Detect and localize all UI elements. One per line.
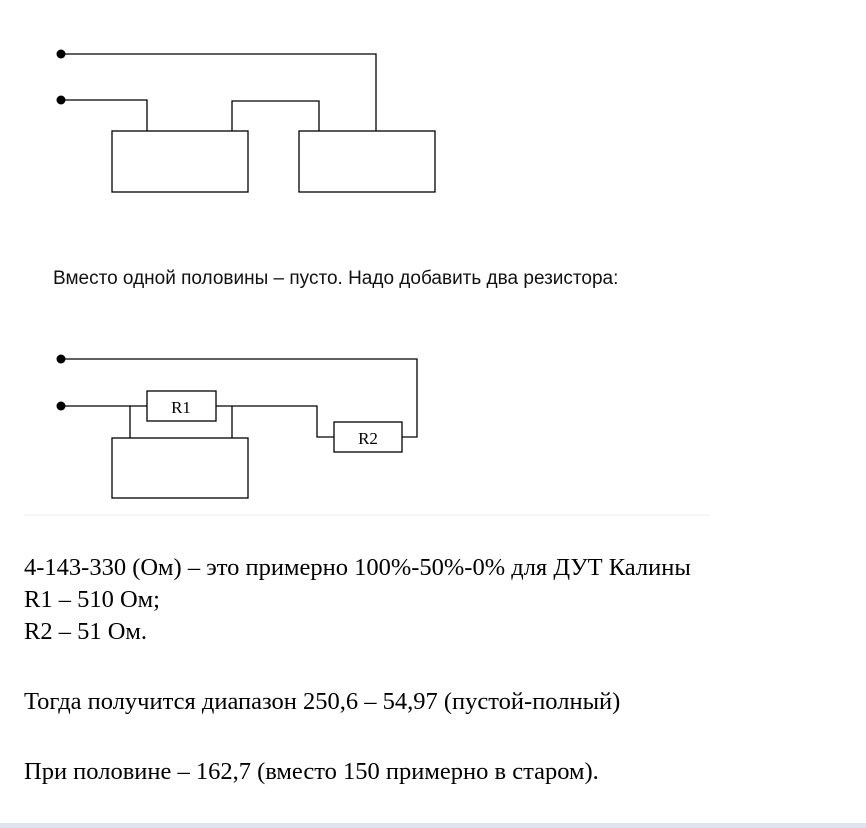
resistor-r2-label: R2 [358,429,378,448]
note-line-1: 4-143-330 (Ом) – это примерно 100%-50%-0… [24,554,691,581]
note-line-2: R1 – 510 Ом; [24,586,160,613]
wire-bottom [61,99,148,131]
bottom-bar [0,823,866,828]
resistor-r2 [333,421,403,453]
sensor-half [111,437,249,499]
caption: Вместо одной половины – пусто. Надо доба… [53,268,619,289]
resistor-r1-label: R1 [171,398,191,417]
wire-left [61,405,131,438]
wire-top [61,53,377,131]
wire-bridge [231,100,320,131]
note-line-5: При половине – 162,7 (вместо 150 примерн… [24,758,599,785]
diagram-original [56,49,436,193]
notes: 4-143-330 (Ом) – это примерно 100%-50%-0… [24,552,691,788]
resistor-r1 [146,390,217,422]
wire-r1-right [216,405,334,438]
note-line-4: Тогда получится диапазон 250,6 – 54,97 (… [24,688,621,715]
sensor-half-left [111,130,249,193]
note-line-3: R2 – 51 Ом. [24,618,148,645]
wire-top [61,358,418,438]
diagram-with-resistors: R1 R2 [56,354,418,499]
sensor-half-right [298,130,436,193]
